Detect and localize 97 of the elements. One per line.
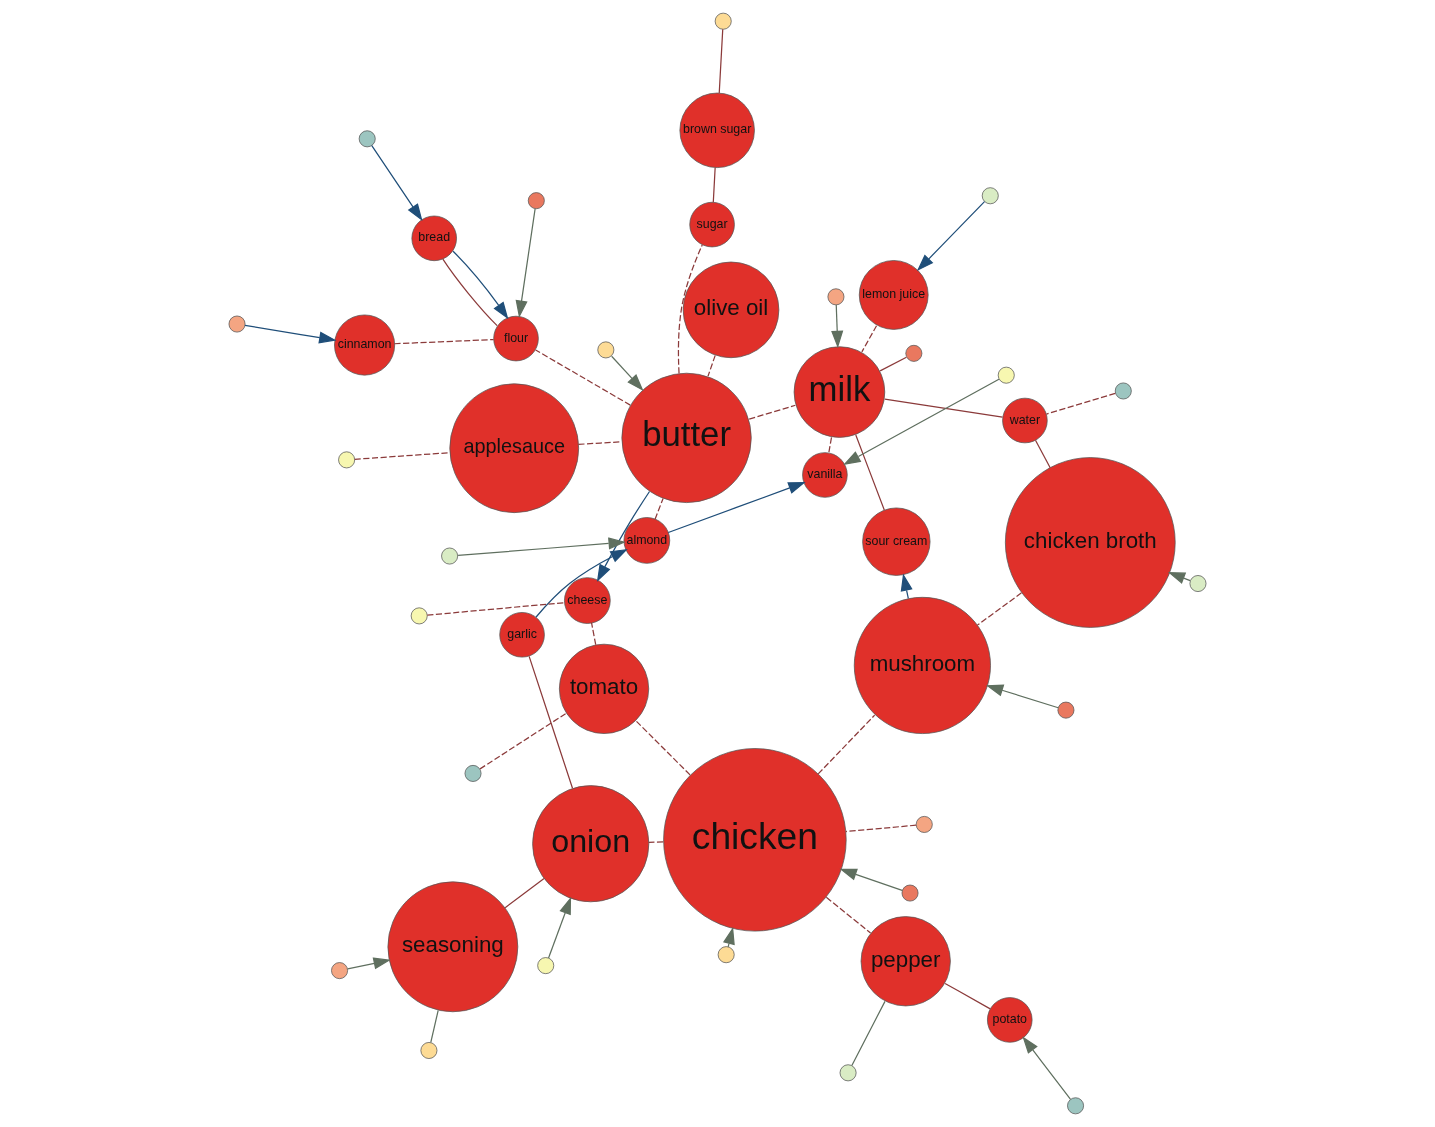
node-circle: [915, 816, 933, 833]
connector: [393, 338, 495, 345]
node-circle: garlic: [499, 612, 545, 658]
connector: [845, 824, 917, 833]
arrow: [839, 868, 903, 891]
node-circle: [464, 765, 482, 782]
node-circle: [597, 341, 615, 359]
node-circle: [839, 1064, 857, 1082]
node-circle: almond: [623, 517, 671, 564]
node-circle: milk: [793, 346, 886, 438]
connector: [707, 354, 716, 377]
arrow: [985, 684, 1059, 709]
node-circle: tomato: [559, 643, 650, 734]
arrow: [596, 490, 651, 582]
connector: [648, 841, 664, 843]
node-circle: [901, 884, 919, 902]
connector: [654, 497, 664, 520]
node-circle: cinnamon: [334, 314, 396, 376]
connector: [577, 441, 622, 445]
connector: [442, 258, 498, 327]
node-circle: onion: [532, 785, 650, 903]
node-circle: water: [1002, 397, 1048, 444]
node-circle: pepper: [860, 916, 951, 1007]
connector: [712, 166, 716, 203]
arrow: [244, 324, 337, 344]
node-circle: [827, 288, 845, 306]
node-circle: seasoning: [387, 881, 519, 1013]
connector: [828, 436, 833, 454]
connector: [748, 404, 796, 420]
connector: [861, 325, 878, 353]
connector: [504, 878, 545, 909]
connector: [430, 1009, 439, 1043]
node-circle: [358, 130, 376, 148]
connector: [677, 244, 703, 374]
arrow: [347, 957, 391, 970]
node-circle: [331, 962, 348, 980]
node-circle: vanilla: [802, 452, 848, 498]
node-circle: brown sugar: [679, 92, 755, 168]
node-circle: cheese: [564, 577, 611, 624]
arrow: [457, 537, 626, 556]
arrow: [916, 201, 986, 272]
connector: [590, 622, 597, 646]
connector: [825, 896, 872, 934]
arrow: [371, 145, 423, 221]
connector: [479, 712, 567, 770]
arrow: [547, 896, 572, 959]
arrow: [843, 378, 1000, 465]
connector: [1045, 392, 1116, 415]
node-circle: [420, 1042, 438, 1059]
connector: [354, 452, 451, 460]
connector: [851, 1000, 886, 1067]
node-circle: [717, 946, 735, 964]
connector: [1034, 439, 1051, 469]
node-circle: olive oil: [682, 261, 780, 359]
connector: [528, 655, 574, 789]
node-circle: [228, 315, 246, 333]
connector: [855, 434, 885, 511]
connector: [535, 349, 631, 406]
node-circle: [981, 187, 999, 205]
node-circle: [527, 192, 545, 210]
node-circle: [1114, 382, 1132, 400]
node-circle: [905, 344, 923, 362]
node-circle: [338, 451, 356, 469]
arrow: [515, 208, 536, 318]
node-circle: [997, 366, 1015, 384]
connector: [879, 356, 908, 372]
node-circle: [1057, 701, 1075, 719]
node-circle: bread: [411, 215, 457, 262]
connector: [884, 398, 1004, 418]
arrow: [831, 304, 844, 349]
connector: [426, 602, 566, 616]
arrow: [900, 573, 913, 600]
arrow: [1022, 1036, 1071, 1100]
node-circle: [441, 547, 459, 565]
arrow: [611, 355, 644, 392]
node-circle: [410, 607, 428, 625]
node-circle: applesauce: [449, 383, 580, 513]
node-circle: chicken broth: [1005, 457, 1176, 628]
node-circle: chicken: [663, 748, 847, 932]
arrow: [452, 250, 509, 320]
node-circle: mushroom: [853, 596, 991, 734]
connector: [976, 592, 1023, 626]
arrow: [535, 548, 628, 618]
node-circle: [1189, 575, 1207, 592]
node-circle: sugar: [689, 201, 735, 248]
node-circle: [714, 12, 732, 30]
connector: [817, 714, 876, 775]
node-circle: potato: [987, 997, 1033, 1043]
node-circle: [1067, 1097, 1084, 1115]
node-circle: lemon juice: [858, 260, 929, 330]
connector: [635, 719, 691, 776]
node-circle: [537, 957, 555, 975]
node-circle: sour cream: [862, 507, 931, 576]
arrow: [667, 482, 806, 534]
connector: [944, 982, 991, 1010]
connector: [718, 28, 724, 94]
node-circle: flour: [493, 315, 539, 362]
